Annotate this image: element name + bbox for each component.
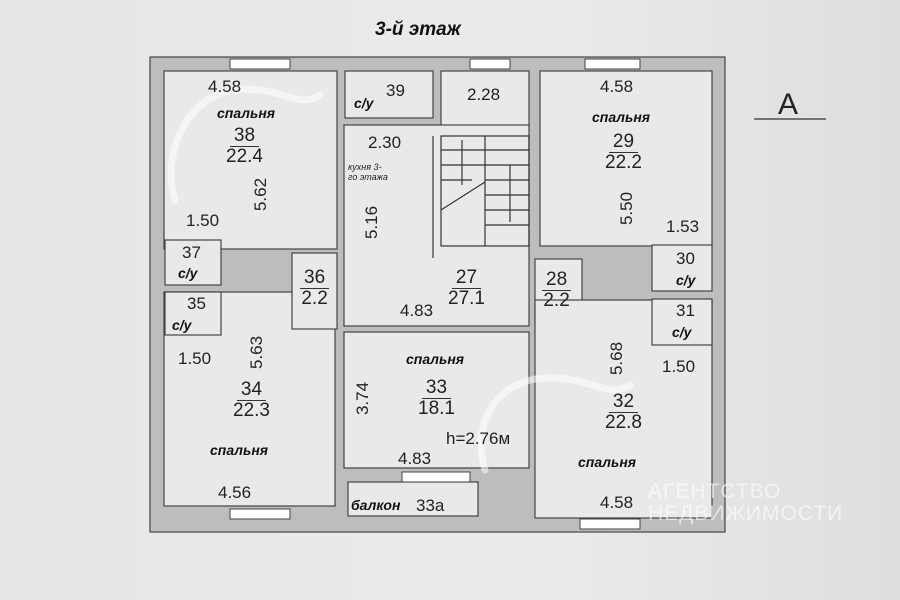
stairs: [432, 118, 826, 258]
dimension: 5.16: [362, 205, 382, 240]
dimension: 1.50: [178, 349, 212, 368]
room-label: спальня: [217, 105, 276, 121]
windows: [229, 58, 641, 530]
room-label: балкон: [351, 497, 401, 513]
floor-title: 3-й этаж: [375, 19, 461, 40]
watermark-logo: [167, 85, 634, 474]
dimension: 2.28: [467, 85, 501, 104]
dimension: 4.58: [208, 77, 242, 96]
dimension: 5.50: [617, 191, 637, 226]
dimension: 4.58: [600, 493, 634, 512]
section-letter: А: [778, 88, 799, 121]
stair-hall: [440, 70, 530, 132]
room-label: с/у: [178, 265, 198, 281]
dimension: 4.83: [400, 301, 434, 320]
dimension: 1.50: [662, 357, 696, 376]
room-label: с/у: [676, 272, 696, 288]
room-number: 31: [676, 301, 695, 320]
dimension: 5.68: [607, 341, 627, 376]
room-number: 35: [187, 294, 206, 313]
dimension: 4.58: [600, 77, 634, 96]
dimension: 5.62: [251, 177, 271, 212]
room-37: [164, 239, 222, 286]
dimension: 4.56: [218, 483, 252, 502]
room-36: [291, 252, 338, 330]
room-number: 33а: [416, 496, 445, 515]
room-label: с/у: [672, 324, 692, 340]
dimension: 4.83: [398, 449, 432, 468]
room-label: спальня: [210, 442, 269, 458]
room-label: спальня: [578, 454, 637, 470]
room-label: с/у: [354, 95, 374, 111]
room-label: спальня: [592, 109, 651, 125]
room-number: 30: [676, 249, 695, 268]
dimension: 2.30: [368, 133, 402, 152]
ceiling-height: h=2.76м: [446, 429, 511, 448]
dimension: 1.53: [666, 217, 700, 236]
room-number: 37: [182, 243, 201, 262]
room-number: 39: [386, 81, 405, 100]
dimension: 1.50: [186, 211, 220, 230]
room-label: кухня 3-го этажа: [348, 162, 388, 183]
room-35: [164, 291, 222, 336]
dimension: 3.74: [353, 381, 373, 416]
room-label: с/у: [172, 317, 192, 333]
room-33a: [347, 481, 479, 517]
room-31: [651, 298, 713, 346]
room-label: спальня: [406, 351, 465, 367]
dimension: 5.63: [247, 335, 267, 370]
room-30: [651, 244, 713, 292]
room-29: [539, 70, 713, 247]
room-39: [344, 70, 434, 119]
